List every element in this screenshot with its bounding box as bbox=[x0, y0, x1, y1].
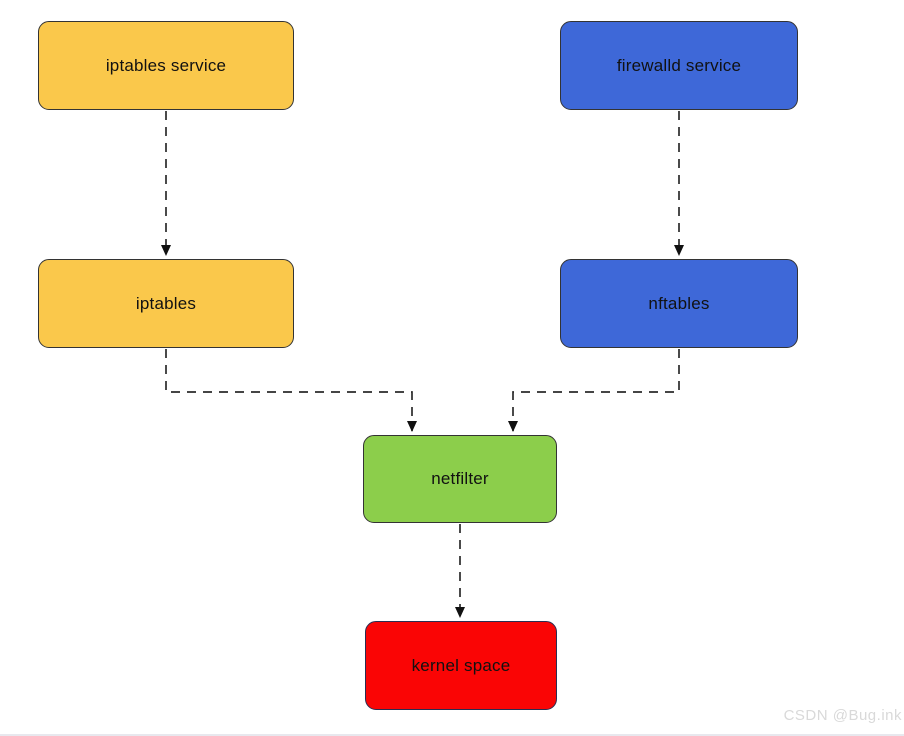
node-netfilter: netfilter bbox=[363, 435, 557, 523]
node-kernel-space: kernel space bbox=[365, 621, 557, 710]
node-iptables-service-label: iptables service bbox=[105, 55, 227, 75]
node-iptables-label: iptables bbox=[135, 293, 197, 313]
node-firewalld-service-label: firewalld service bbox=[616, 55, 742, 75]
node-iptables: iptables bbox=[38, 259, 294, 348]
edge-nftables-to-netfilter bbox=[508, 349, 680, 432]
node-nftables: nftables bbox=[560, 259, 798, 348]
node-netfilter-label: netfilter bbox=[431, 469, 489, 488]
node-iptables-service: iptables service bbox=[38, 21, 294, 110]
node-nftables-label: nftables bbox=[648, 293, 710, 313]
watermark: CSDN @Bug.ink bbox=[783, 707, 902, 724]
edge-iptables-to-netfilter bbox=[165, 349, 417, 432]
bottom-divider bbox=[0, 734, 904, 736]
node-firewalld-service: firewalld service bbox=[560, 21, 798, 110]
node-kernel-space-label: kernel space bbox=[411, 655, 511, 675]
